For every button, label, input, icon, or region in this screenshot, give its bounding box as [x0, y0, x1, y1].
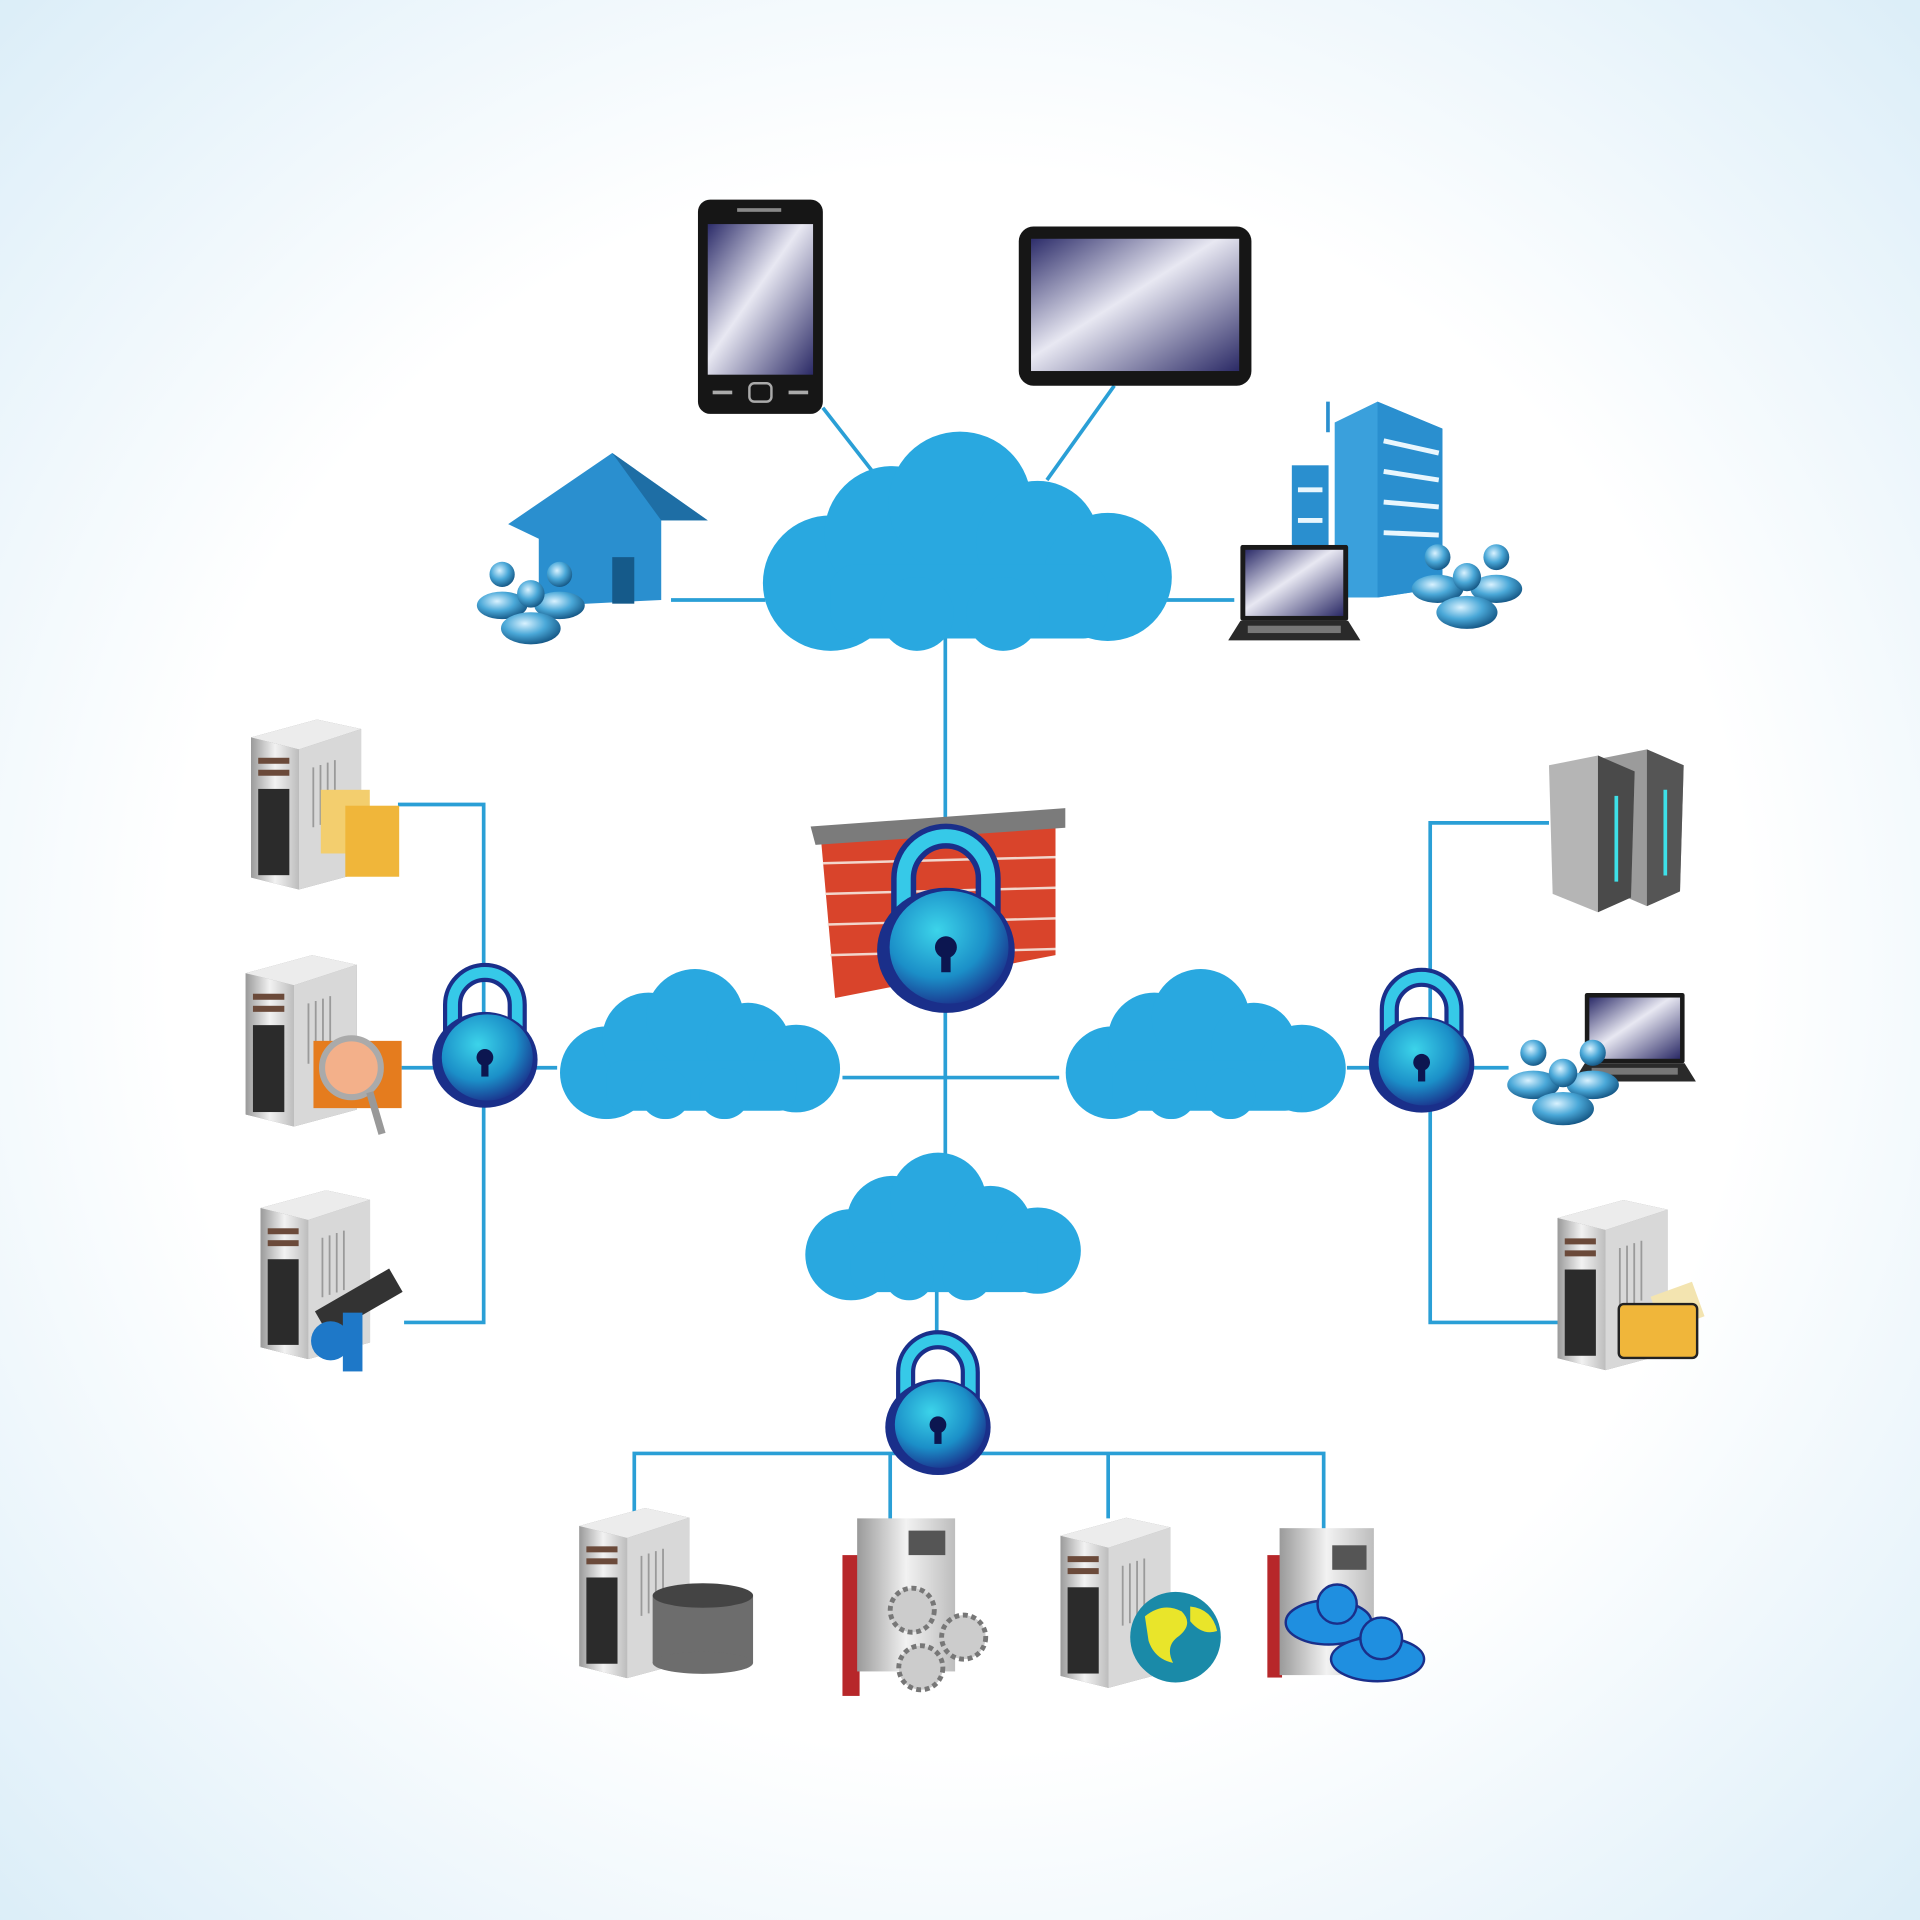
tablet-icon	[1018, 226, 1252, 386]
laptop-icon	[1573, 993, 1696, 1082]
search-server-icon	[244, 955, 402, 1135]
laptop-icon	[1228, 544, 1361, 641]
media-server-icon	[259, 1190, 403, 1372]
rack-server-icon	[1548, 749, 1684, 913]
smartphone-icon	[697, 199, 823, 414]
database-server-icon	[579, 1507, 754, 1680]
cloud-server-icon	[1267, 1528, 1426, 1683]
folder-server-icon	[1557, 1199, 1705, 1372]
file-server-icon	[251, 718, 400, 891]
firewall-icon	[810, 808, 1066, 1013]
application-server-icon	[842, 1518, 989, 1696]
web-server-icon	[1060, 1516, 1221, 1689]
